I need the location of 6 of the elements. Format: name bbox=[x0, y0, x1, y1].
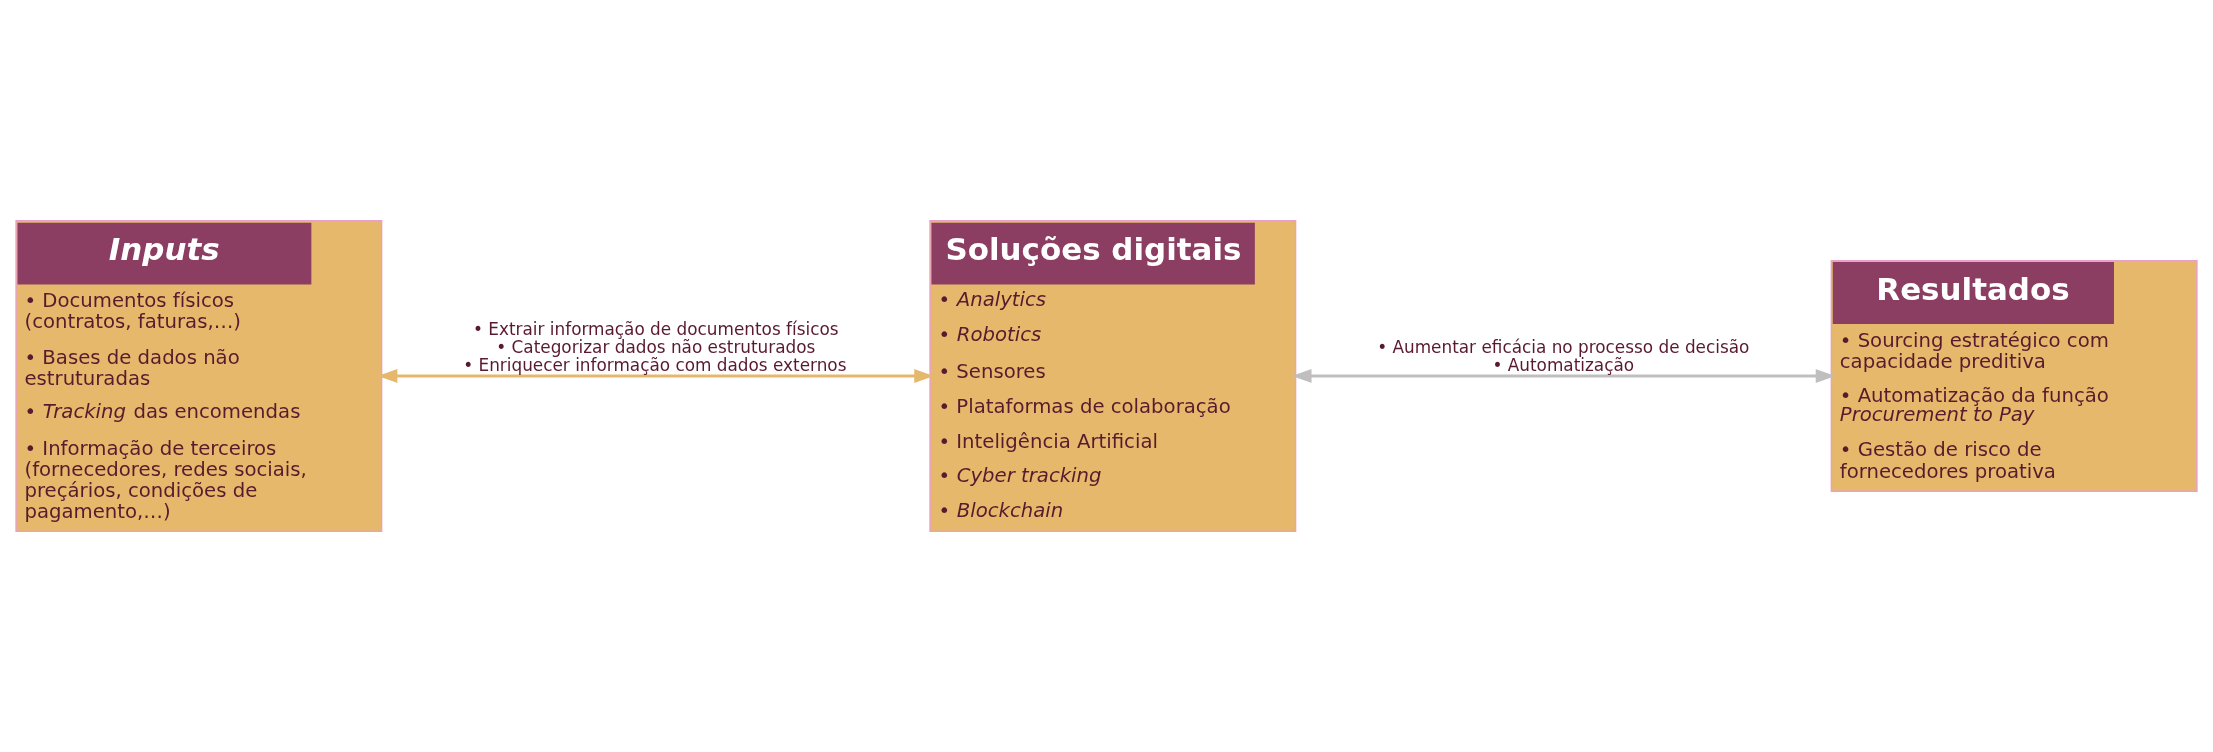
edge-label: • Enriquecer informação com dados externos bbox=[463, 355, 847, 376]
arrow bbox=[377, 369, 934, 383]
edge-label: • Automatização bbox=[1492, 355, 1635, 376]
arrow bbox=[1291, 369, 1836, 383]
edge-label: • Aumentar eficácia no processo de decisão bbox=[1377, 336, 1750, 357]
edge-label: • Extrair informação de documentos físicos bbox=[473, 318, 839, 339]
